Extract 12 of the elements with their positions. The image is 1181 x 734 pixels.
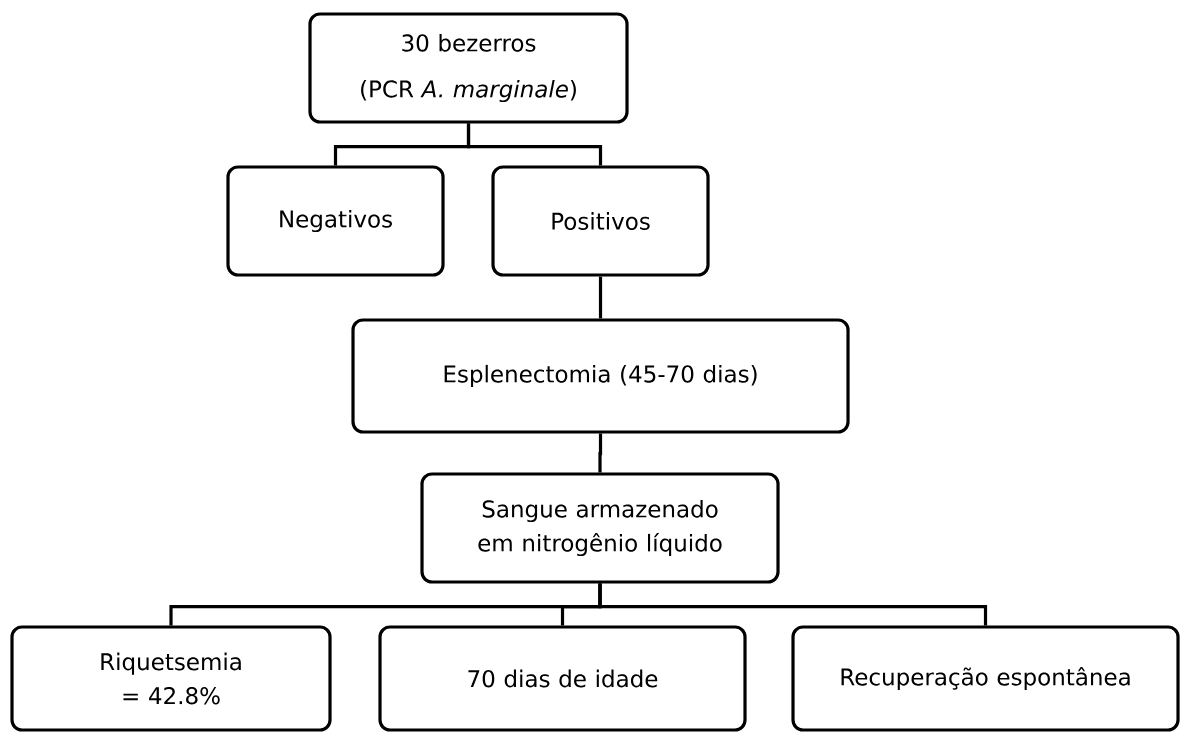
connector-line	[466, 123, 603, 166]
process-box: Sangue armazenado em nitrogênio líquido	[420, 472, 780, 584]
process-box: Positivos	[491, 165, 710, 277]
process-box: Esplenectomia (45-70 dias)	[351, 318, 850, 434]
process-box: Recuperação espontânea	[791, 625, 1180, 732]
connector-line	[598, 433, 603, 473]
process-box: 30 bezerros (PCR A. marginale)	[308, 12, 629, 124]
process-box: Negativos	[226, 165, 445, 277]
process-box: Riquetsemia = 42.8%	[10, 625, 332, 732]
connector-line	[598, 276, 603, 319]
connector-line	[598, 583, 988, 626]
process-box: 70 dias de idade	[378, 625, 747, 732]
